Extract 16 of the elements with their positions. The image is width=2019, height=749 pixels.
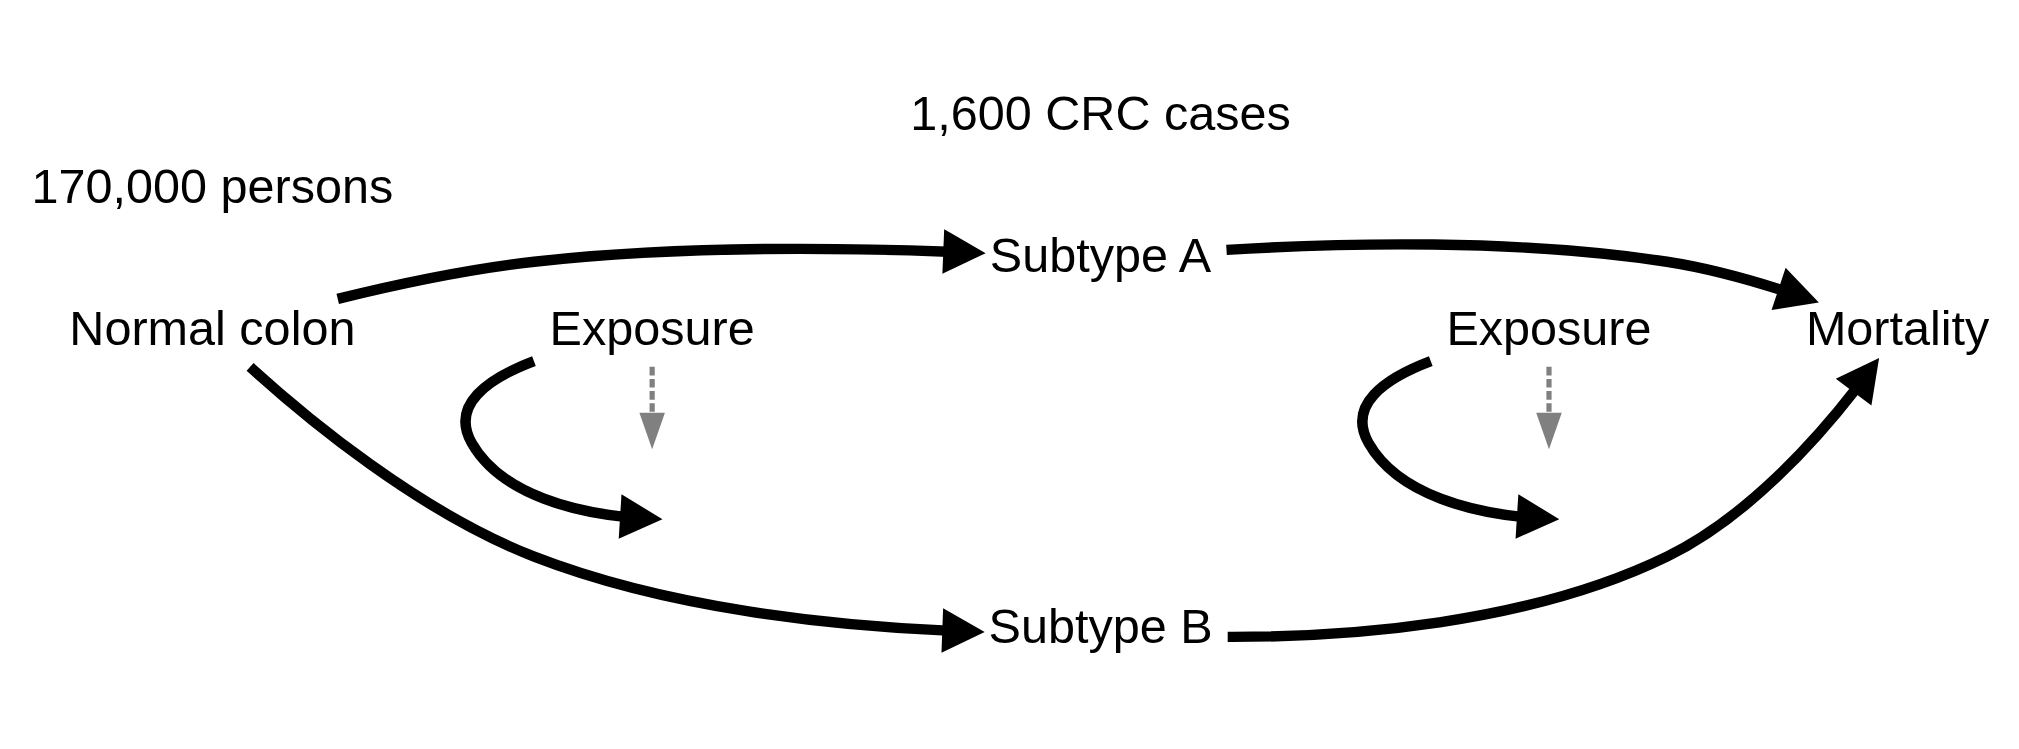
node-text: Exposure: [1446, 300, 1652, 355]
label: 170,000 persons: [31, 158, 394, 213]
arrow: [1536, 366, 1562, 450]
label: 1,600 CRC cases: [910, 85, 1291, 140]
arrow: [246, 363, 985, 653]
node-text: Exposure: [549, 300, 755, 355]
arrow: [460, 356, 663, 539]
arrow: [1227, 358, 1880, 643]
arrow: [639, 366, 665, 450]
node-text: Subtype A: [989, 227, 1212, 282]
arrow: [336, 229, 986, 304]
node-text: Mortality: [1805, 300, 1990, 355]
node-text: Subtype B: [988, 599, 1213, 654]
arrow: [1357, 356, 1560, 539]
arrow: [1226, 239, 1819, 311]
node-text: Normal colon: [69, 300, 356, 355]
